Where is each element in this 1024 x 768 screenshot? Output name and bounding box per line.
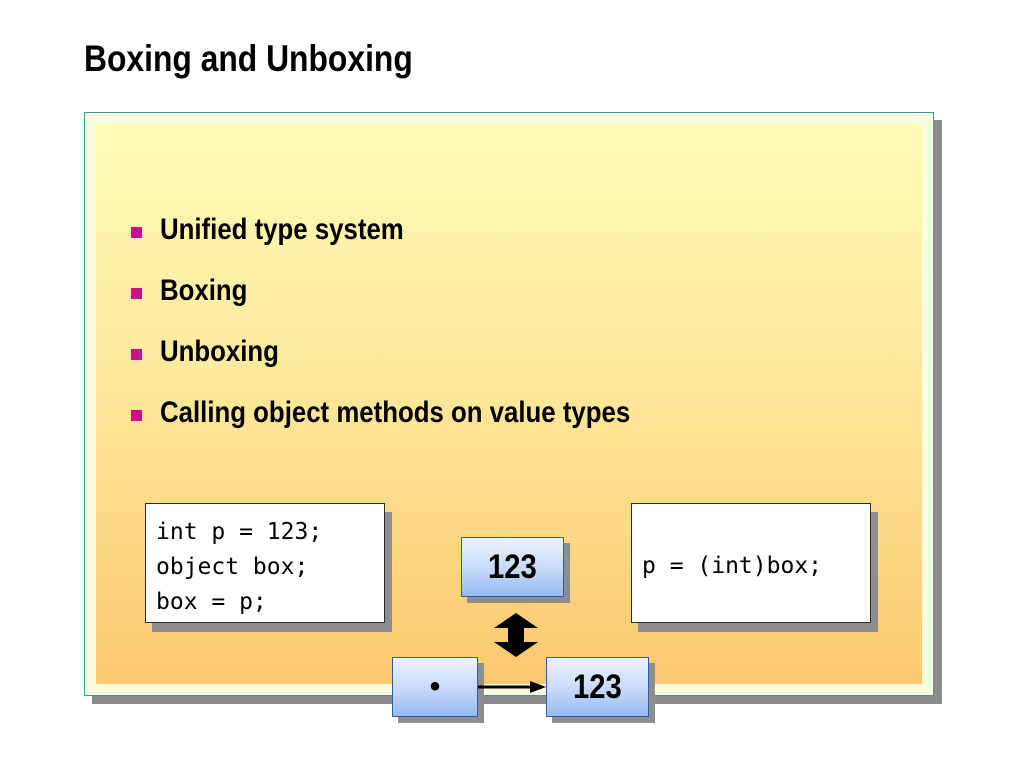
square-bullet-icon (131, 227, 142, 238)
reference-marker: • (429, 670, 441, 703)
stack-code-box: int p = 123; object box; box = p; (145, 503, 385, 623)
reference-box: • (392, 657, 478, 717)
stack-value-box: 123 (461, 537, 564, 597)
pointer-arrowhead-icon (530, 681, 546, 693)
slide-title: Boxing and Unboxing (84, 38, 413, 79)
bullet-text: Boxing (160, 274, 248, 307)
square-bullet-icon (131, 288, 142, 299)
bullet-text: Calling object methods on value types (160, 396, 631, 429)
unbox-code-box: p = (int)box; (631, 503, 871, 623)
code-line: box = p; (156, 589, 267, 615)
square-bullet-icon (131, 349, 142, 360)
code-line: object box; (156, 554, 309, 580)
code-line: int p = 123; (156, 519, 323, 545)
bullet-text: Unboxing (160, 335, 279, 368)
square-bullet-icon (131, 410, 142, 421)
bullet-text: Unified type system (160, 213, 404, 246)
code-line: p = (int)box; (642, 553, 823, 579)
stack-value: 123 (488, 547, 537, 586)
heap-value-box: 123 (546, 657, 649, 717)
double-arrow-icon (494, 613, 538, 657)
heap-value: 123 (573, 667, 622, 706)
